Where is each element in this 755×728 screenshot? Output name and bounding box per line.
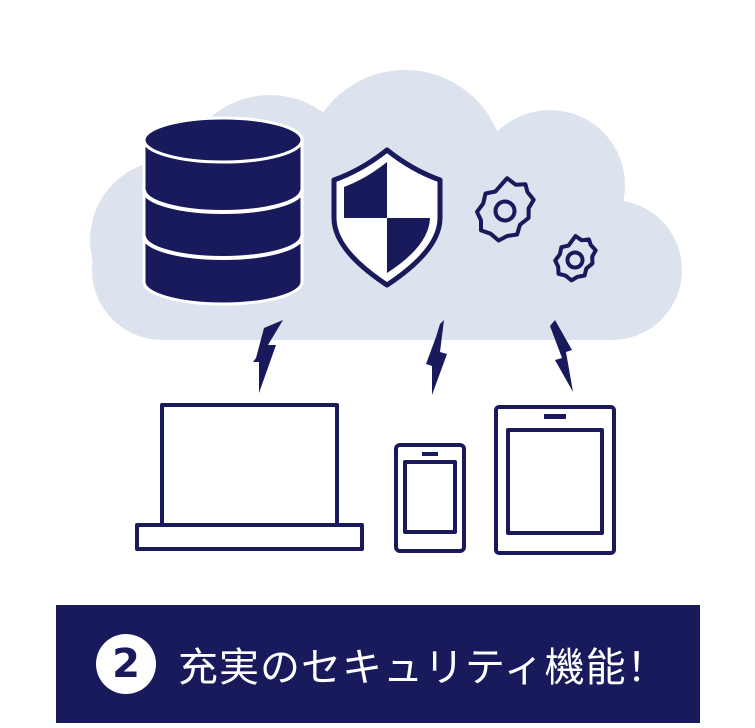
tablet-icon — [494, 405, 616, 555]
cloud-security-illustration — [90, 70, 682, 555]
caption-banner: 2 充実のセキュリティ機能！ — [56, 605, 700, 723]
database-icon — [142, 116, 304, 306]
shield-icon — [331, 147, 443, 288]
step-number-badge: 2 — [96, 634, 156, 694]
laptop-icon — [135, 403, 364, 551]
lightning-icon — [253, 320, 573, 395]
gears-icon — [475, 176, 598, 283]
smartphone-icon — [394, 443, 466, 553]
caption-text: 充実のセキュリティ機能！ — [178, 645, 668, 691]
